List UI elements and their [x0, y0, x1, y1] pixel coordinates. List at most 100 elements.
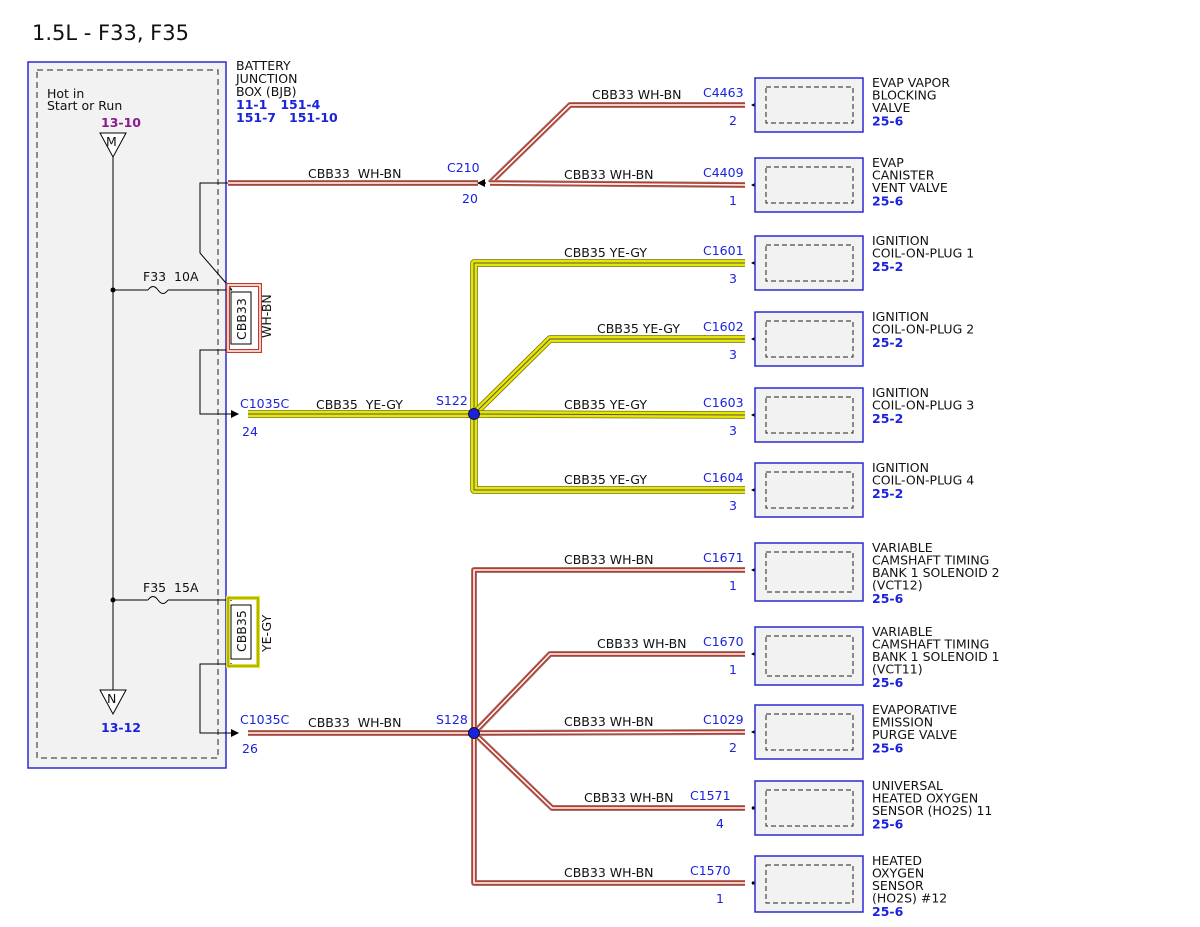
- component-name-c1601-1: COIL-ON-PLUG 1: [872, 246, 974, 261]
- component-name-c1670-3: (VCT11): [872, 662, 923, 677]
- pin-c1670: 1: [729, 662, 737, 677]
- wire-c4409: [489, 180, 746, 188]
- component-name-c4463-0: EVAP VAPOR: [872, 75, 950, 90]
- connector-c1603: C1603: [703, 395, 744, 410]
- wire-label-c1671: CBB33 WH-BN: [564, 552, 654, 567]
- wire-label-c1604: CBB35 YE-GY: [564, 472, 647, 487]
- component-name-c1602-1: COIL-ON-PLUG 2: [872, 322, 974, 337]
- component-ref-c1029: 25-6: [872, 741, 904, 756]
- bjb-label-line-2: JUNCTION: [235, 71, 297, 86]
- splice-s128: [468, 727, 480, 739]
- connector-c1602: C1602: [703, 319, 744, 334]
- pin-c1029: 2: [729, 740, 737, 755]
- start-or-run-label: Start or Run: [47, 98, 122, 113]
- component-name-c1570-1: OXYGEN: [872, 866, 924, 881]
- component-ref-c1670: 25-6: [872, 675, 904, 690]
- pin-c1603: 3: [729, 423, 737, 438]
- connector-c4463: C4463: [703, 85, 744, 100]
- component-name-c1671-2: BANK 1 SOLENOID 2: [872, 565, 1000, 580]
- node-f35: [110, 597, 116, 603]
- component-ref-c1601: 25-2: [872, 259, 903, 274]
- wire-label-c4409: CBB33 WH-BN: [564, 167, 654, 182]
- tag1-color: WH-BN: [259, 294, 274, 338]
- marker-n: N: [107, 691, 116, 706]
- connector-c1601: C1601: [703, 243, 744, 258]
- bjb-refs-line-1: 11-1 151-4: [236, 97, 321, 112]
- connector-c1570: C1570: [690, 863, 731, 878]
- component-name-c1670-0: VARIABLE: [872, 624, 933, 639]
- circuit-tag-cbb33: [226, 283, 262, 353]
- component-inner-c1602: [765, 320, 854, 358]
- bjb-refs-line-2: 151-7 151-10: [236, 110, 338, 125]
- component-name-c1603-1: COIL-ON-PLUG 3: [872, 398, 974, 413]
- circuit-tag-cbb35: [226, 596, 260, 668]
- wire-c1671: [471, 567, 745, 733]
- wire-label-c1029: CBB33 WH-BN: [564, 714, 654, 729]
- component-ref-c1671: 25-6: [872, 591, 904, 606]
- marker-m: M: [106, 134, 117, 149]
- wire-c1670: [471, 651, 745, 736]
- component-ref-c4409: 25-6: [872, 194, 904, 209]
- component-name-c1604-1: COIL-ON-PLUG 4: [872, 473, 974, 488]
- component-box-c4409: [754, 157, 864, 213]
- tag1-circuit: CBB33: [234, 298, 249, 340]
- component-ref-c1571: 25-6: [872, 817, 904, 832]
- component-inner-c4463: [765, 86, 854, 124]
- wire-c1602: [471, 335, 745, 417]
- connector-c210-pin: 20: [462, 191, 478, 206]
- component-name-c1601-0: IGNITION: [872, 233, 929, 248]
- wire-label-bjb-c210: CBB33 WH-BN: [308, 166, 401, 181]
- wire-c4463: [487, 102, 745, 186]
- component-box-c1604: [754, 462, 864, 518]
- page-title: 1.5L - F33, F35: [32, 21, 189, 45]
- component-ref-c1604: 25-2: [872, 486, 903, 501]
- tag2-circuit: CBB35: [234, 610, 249, 652]
- connector-c1035c-bottom-pin: 26: [242, 741, 258, 756]
- component-name-c1571-1: HEATED OXYGEN: [872, 791, 978, 806]
- bjb-label-line-3: BOX (BJB): [236, 84, 297, 99]
- component-name-c1571-2: SENSOR (HO2S) 11: [872, 803, 992, 818]
- bottom-ref: 13-12: [101, 720, 141, 735]
- component-name-c1671-1: CAMSHAFT TIMING: [872, 553, 989, 568]
- wire-label-bjb-s122: CBB35 YE-GY: [316, 397, 403, 412]
- node-f33: [110, 287, 116, 293]
- component-box-c1670: [754, 626, 864, 686]
- wire-label-c1570: CBB33 WH-BN: [564, 865, 654, 880]
- connector-c210: C210: [447, 160, 480, 175]
- pin-c1601: 3: [729, 271, 737, 286]
- component-ref-c1602: 25-2: [872, 335, 903, 350]
- wire-c1601: [470, 259, 745, 414]
- component-box-c1601: [754, 235, 864, 291]
- wire-label-c1571: CBB33 WH-BN: [584, 790, 674, 805]
- component-name-c1671-0: VARIABLE: [872, 540, 933, 555]
- connector-c1035c-top: C1035C: [240, 396, 290, 411]
- wire-label-c1603: CBB35 YE-GY: [564, 397, 647, 412]
- component-name-c1570-3: (HO2S) #12: [872, 891, 947, 906]
- component-name-c1029-1: EMISSION: [872, 715, 933, 730]
- pin-c1671: 1: [729, 578, 737, 593]
- tag2-color: YE-GY: [259, 614, 274, 653]
- bjb-label-line-1: BATTERY: [236, 58, 291, 73]
- bjb-internal-circuit: [99, 132, 238, 734]
- component-inner-c1601: [765, 244, 854, 282]
- component-name-c1603-0: IGNITION: [872, 385, 929, 400]
- component-name-c1670-1: CAMSHAFT TIMING: [872, 637, 989, 652]
- component-name-c1570-2: SENSOR: [872, 878, 924, 893]
- component-inner-c1571: [765, 789, 854, 827]
- component-box-c1571: [754, 780, 864, 836]
- wire-c1570: [471, 733, 745, 886]
- connector-c1571: C1571: [690, 788, 731, 803]
- connector-c1671: C1671: [703, 550, 744, 565]
- fuse-f33-label: F33 10A: [143, 269, 199, 284]
- component-layer: EVAP VAPORBLOCKINGVALVE25-6EVAPCANISTERV…: [754, 75, 1000, 919]
- connector-c4409: C4409: [703, 165, 744, 180]
- connector-c1029: C1029: [703, 712, 744, 727]
- splice-s122: [468, 408, 480, 420]
- component-name-c4409-0: EVAP: [872, 155, 904, 170]
- wire-c1604: [470, 414, 745, 494]
- wire-label-c1601: CBB35 YE-GY: [564, 245, 647, 260]
- component-name-c4463-2: VALVE: [872, 100, 910, 115]
- pin-c1571: 4: [716, 816, 724, 831]
